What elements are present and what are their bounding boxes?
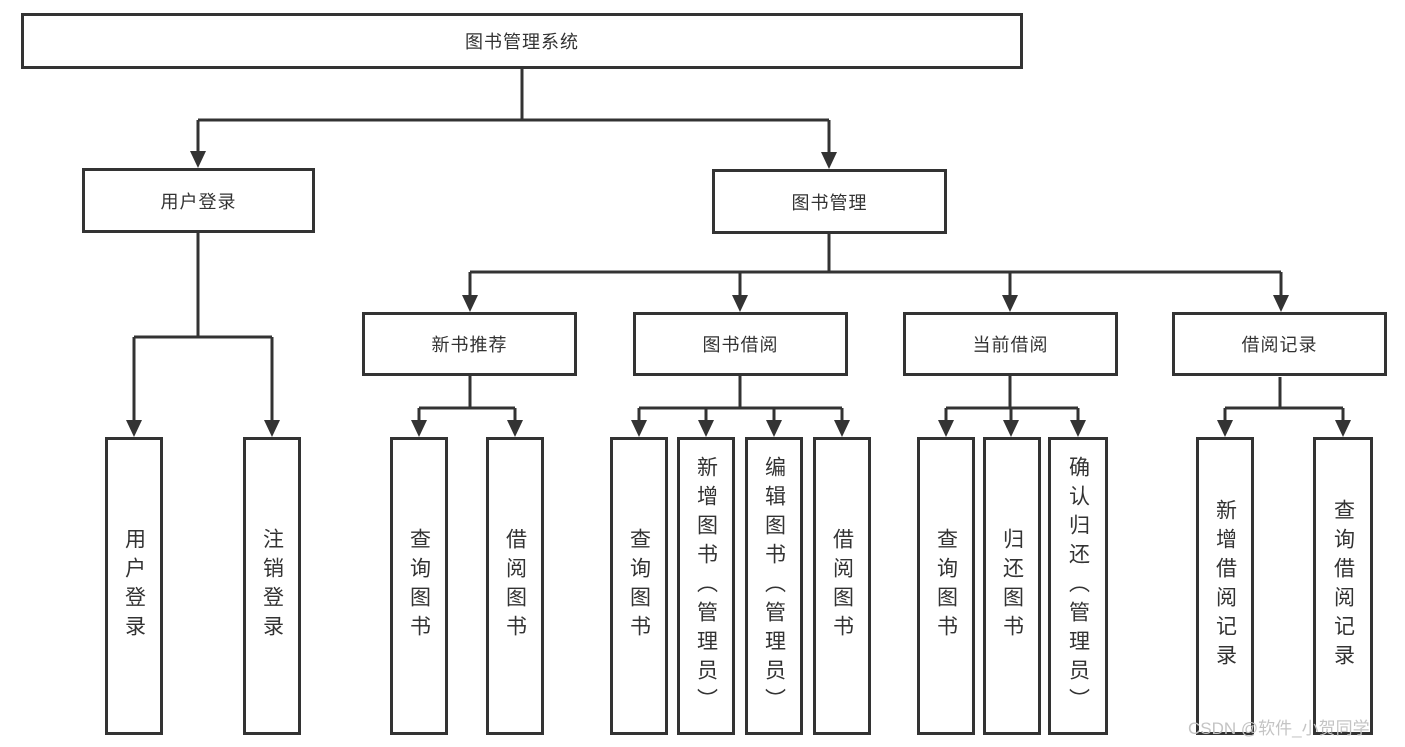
node-book-borrowing: 图书借阅 [633, 312, 848, 376]
node-logout-leaf: 注销登录 [243, 437, 301, 735]
node-query-books-current: 查询图书 [917, 437, 975, 735]
node-label: 图书管理 [791, 192, 868, 213]
node-borrow-records: 借阅记录 [1172, 312, 1387, 376]
csdn-watermark: CSDN @软件_小贺同学 [1188, 719, 1370, 738]
node-user-login: 用户登录 [82, 168, 315, 233]
node-query-books-borrowing: 查询图书 [610, 437, 668, 735]
node-label: 新书推荐 [431, 335, 508, 355]
node-query-borrow-record: 查询借阅记录 [1313, 437, 1373, 735]
node-edit-book-admin: 编辑图书（管理员） [745, 437, 803, 735]
node-label: 借阅记录 [1241, 335, 1318, 355]
node-label: 图书借阅 [702, 335, 779, 355]
node-library-management-system: 图书管理系统 [21, 13, 1023, 69]
node-borrow-books-leaf: 借阅图书 [813, 437, 871, 735]
node-current-borrowing: 当前借阅 [903, 312, 1118, 376]
node-user-login-leaf: 用户登录 [105, 437, 163, 735]
node-new-book-recommend: 新书推荐 [362, 312, 577, 376]
node-label: 用户登录 [160, 191, 237, 212]
node-add-borrow-record: 新增借阅记录 [1196, 437, 1254, 735]
node-return-books: 归还图书 [983, 437, 1041, 735]
node-query-books-recommend: 查询图书 [390, 437, 448, 735]
node-add-book-admin: 新增图书（管理员） [677, 437, 735, 735]
node-label: 图书管理系统 [465, 32, 579, 52]
node-book-management: 图书管理 [712, 169, 947, 234]
node-label: 当前借阅 [972, 335, 1049, 355]
node-confirm-return-admin: 确认归还（管理员） [1048, 437, 1108, 735]
node-borrow-books-recommend: 借阅图书 [486, 437, 544, 735]
